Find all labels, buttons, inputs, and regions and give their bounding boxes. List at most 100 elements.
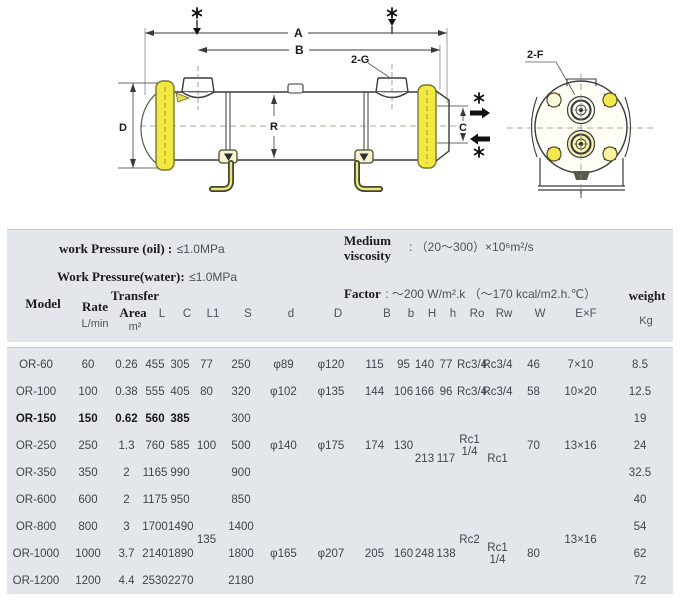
cell-area: 2 xyxy=(123,493,130,506)
cell-ExF: 10×20 xyxy=(564,385,597,398)
cell-Ro: Rc1 1/4 xyxy=(459,433,480,458)
cell-weight: 32.5 xyxy=(628,466,652,479)
work-pressure-water: Work Pressure(water): ≤1.0MPa xyxy=(57,268,237,286)
cell-L1: 100 xyxy=(196,439,217,452)
cell-S: 2180 xyxy=(228,574,254,587)
cell-D: φ120 xyxy=(317,358,345,371)
cell-L: 2140 xyxy=(142,547,168,560)
foot-right xyxy=(354,160,383,192)
cell-rate: 1000 xyxy=(75,547,101,560)
cell-H: 140 xyxy=(414,358,435,371)
work-pressure-water-label: Work Pressure(water): xyxy=(57,269,185,284)
side-view xyxy=(140,64,462,192)
col-header-H: H xyxy=(427,308,437,320)
cell-d: φ140 xyxy=(270,439,297,452)
dim-d-arrows xyxy=(130,83,136,168)
cell-C: 385 xyxy=(170,412,190,425)
cell-W xyxy=(513,459,554,486)
cell-Rw: Rc3/4 xyxy=(482,385,513,398)
cell-model: OR-150 xyxy=(15,412,57,425)
col-header-d: d xyxy=(287,308,295,320)
cell-rate: 600 xyxy=(78,493,98,506)
cell-d xyxy=(261,513,306,540)
work-pressure-oil-label: work Pressure (oil) : xyxy=(59,241,173,256)
cell-weight: 62 xyxy=(633,547,647,560)
cell-d xyxy=(261,459,306,486)
tube-sheets xyxy=(225,92,369,160)
cell-ExF xyxy=(554,459,607,486)
col-header-Rw: Rw xyxy=(495,308,513,320)
cell-b xyxy=(393,459,414,486)
cell-Ro: Rc3/4 xyxy=(457,358,488,371)
foot-mark-right-icon xyxy=(359,153,369,161)
cell-area: 1.3 xyxy=(118,439,135,452)
cell-weight: 12.5 xyxy=(628,385,652,398)
cell-rate: 150 xyxy=(78,412,98,425)
col-header-weight: weight xyxy=(628,288,666,303)
cell-Rw: Rc1 xyxy=(487,453,508,465)
cell-ExF xyxy=(554,567,607,594)
inlet-arrow-icon xyxy=(193,28,201,35)
cell-D: φ135 xyxy=(317,385,345,398)
cell-B xyxy=(356,513,393,540)
cell-d: φ89 xyxy=(273,358,294,371)
cell-h: 138 xyxy=(436,547,456,560)
cell-area: 0.38 xyxy=(115,385,138,398)
cell-W: 46 xyxy=(527,358,540,371)
cell-model: OR-1000 xyxy=(12,547,60,560)
col-header-L: L xyxy=(158,308,166,320)
cell-Ro xyxy=(457,459,482,486)
cell-C: 2270 xyxy=(168,574,194,587)
cell-area: 0.26 xyxy=(115,358,138,371)
cell-h: 77 xyxy=(439,358,453,371)
bottom-tab xyxy=(573,171,590,180)
spec-header-block: work Pressure (oil) : ≤1.0MPa Work Press… xyxy=(7,229,673,342)
cell-weight: 40 xyxy=(633,493,647,506)
col-header-rate-unit: L/min xyxy=(81,318,109,330)
cell-L: 1175 xyxy=(142,493,168,506)
cell-d xyxy=(261,486,306,513)
col-header-b: b xyxy=(407,308,415,320)
cell-D: φ207 xyxy=(317,547,345,560)
cell-b: 130 xyxy=(393,439,414,452)
cell-area: 3.7 xyxy=(118,547,135,560)
foot-left xyxy=(209,160,234,192)
cell-L: 760 xyxy=(145,439,165,452)
cell-Ro: Rc3/4 xyxy=(457,385,488,398)
cell-S: 320 xyxy=(231,385,251,398)
cell-W xyxy=(513,567,554,594)
cell-H: 213 xyxy=(414,453,435,465)
cell-W xyxy=(513,486,554,513)
left-end-cap xyxy=(155,80,175,171)
cell-L: 555 xyxy=(145,385,165,398)
cell-L: 560 xyxy=(145,412,165,425)
cell-rate: 800 xyxy=(78,520,98,533)
cell-ExF xyxy=(554,405,607,432)
col-header-L1: L1 xyxy=(206,308,220,320)
outlet-arrow-icon xyxy=(388,19,396,26)
cell-weight: 54 xyxy=(633,520,647,533)
col-header-rate: Rate xyxy=(82,299,108,314)
col-header-W: W xyxy=(534,308,546,320)
cell-B: 144 xyxy=(364,385,385,398)
cell-Ro xyxy=(457,405,482,432)
top-tab xyxy=(566,78,597,86)
cell-weight: 19 xyxy=(633,412,647,425)
cell-Rw xyxy=(482,567,513,594)
cell-H xyxy=(414,567,435,594)
cell-B xyxy=(356,486,393,513)
cell-L1 xyxy=(192,405,221,432)
cell-b: 95 xyxy=(397,358,410,371)
water-in-arrow-icon xyxy=(470,107,490,119)
col-header-B: B xyxy=(383,308,391,320)
bottom-bracket xyxy=(538,158,625,198)
col-header-weight-unit: Kg xyxy=(639,315,653,327)
work-pressure-water-value: ≤1.0MPa xyxy=(189,270,238,284)
cell-weight: 72 xyxy=(633,574,647,587)
dim-c-line xyxy=(437,105,468,144)
factor-line: Factor : ～200 W/m².k （～170 kcal/m2.h.℃） xyxy=(344,285,596,303)
bolt-lugs xyxy=(546,92,618,162)
cell-D xyxy=(306,405,356,432)
cell-B: 174 xyxy=(364,439,385,452)
